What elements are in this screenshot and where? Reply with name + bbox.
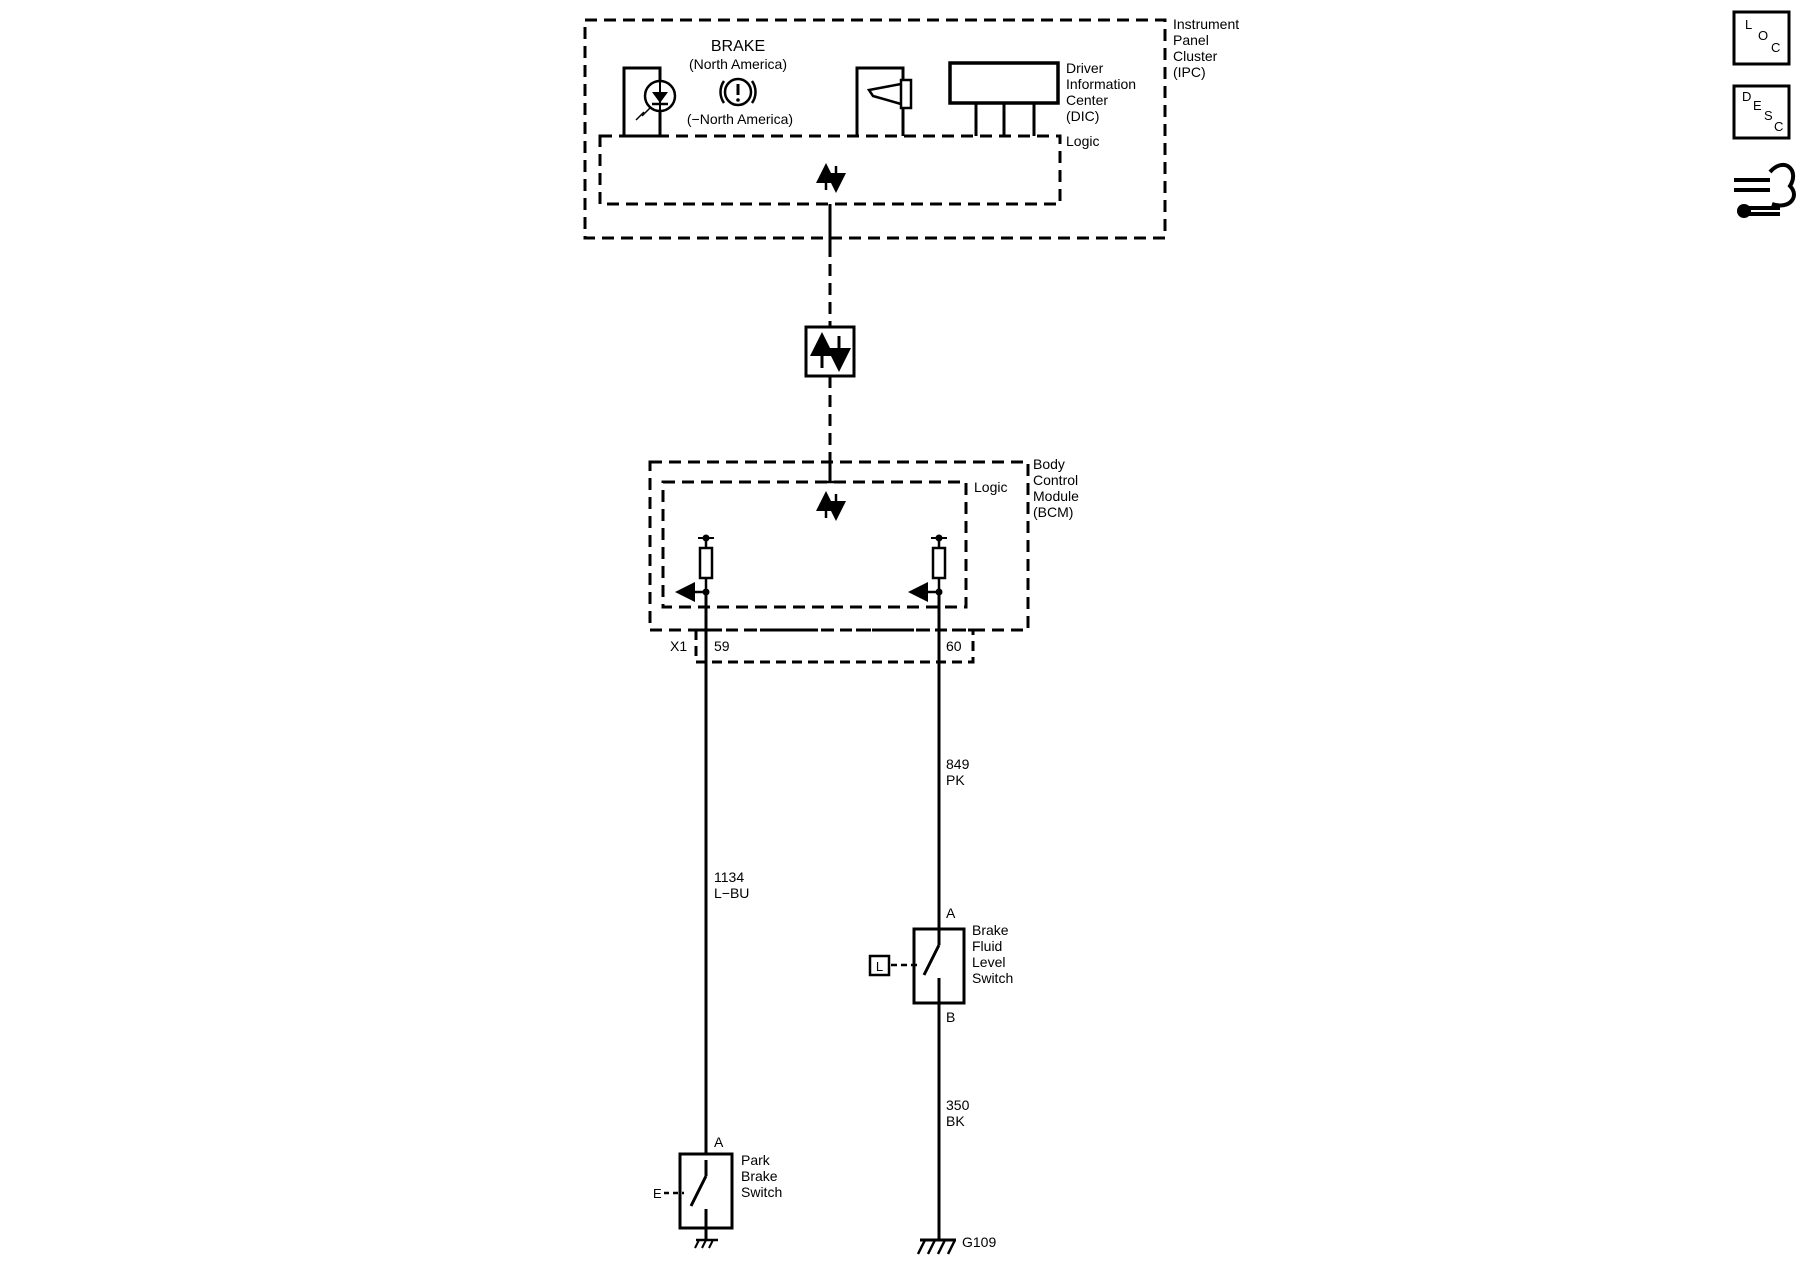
bcm-input-circuit-59-icon bbox=[675, 534, 714, 602]
loc-button[interactable]: L O C bbox=[1732, 10, 1791, 66]
wire-350-circuit: 350 bbox=[946, 1097, 970, 1113]
pin-60-label: 60 bbox=[946, 638, 962, 654]
svg-text:S: S bbox=[1764, 108, 1773, 123]
loc-icon[interactable] bbox=[1732, 10, 1791, 66]
dic-name-line-2: Information bbox=[1066, 76, 1136, 92]
serial-data-arrows-icon bbox=[804, 325, 856, 378]
svg-text:C: C bbox=[1771, 40, 1780, 55]
svg-text:D: D bbox=[1742, 89, 1751, 104]
dic-name-line-4: (DIC) bbox=[1066, 108, 1099, 124]
brake-fluid-level-switch bbox=[891, 927, 966, 1005]
ground-g109-label: G109 bbox=[962, 1234, 996, 1250]
wire-849-color: PK bbox=[946, 772, 965, 788]
svg-text:L: L bbox=[876, 959, 883, 974]
chime-speaker-icon bbox=[855, 66, 913, 136]
bcm-logic-box bbox=[661, 480, 968, 609]
brake-lamp-title: BRAKE bbox=[711, 38, 765, 55]
svg-text:O: O bbox=[1758, 28, 1768, 43]
svg-text:E: E bbox=[1753, 98, 1762, 113]
ipc-module: Instrument Panel Cluster (IPC) BRAKE (No… bbox=[583, 16, 1239, 240]
park-brake-switch-pin-a: A bbox=[714, 1134, 724, 1150]
park-brake-switch-locator: E bbox=[653, 1186, 662, 1201]
bcm-name-line-1: Body bbox=[1033, 456, 1065, 472]
ipc-logic-label: Logic bbox=[1066, 133, 1099, 149]
bcm-name-line-2: Control bbox=[1033, 472, 1078, 488]
brake-fluid-switch-name-3: Level bbox=[972, 954, 1005, 970]
connector-x1-label: X1 bbox=[670, 638, 687, 654]
bcm-input-circuit-60-icon bbox=[908, 534, 947, 602]
case-ground-icon bbox=[694, 1238, 718, 1249]
ipc-outer-box bbox=[583, 18, 1167, 240]
ipc-logic-box bbox=[598, 134, 1062, 206]
brake-fluid-switch-name-4: Switch bbox=[972, 970, 1013, 986]
ipc-name-line-3: Cluster bbox=[1173, 48, 1218, 64]
ipc-name-line-1: Instrument bbox=[1173, 16, 1239, 32]
dic-display-icon bbox=[948, 61, 1060, 136]
bcm-connector-x1 bbox=[694, 628, 975, 664]
dic-name-line-1: Driver bbox=[1066, 60, 1104, 76]
park-brake-switch-name-3: Switch bbox=[741, 1184, 782, 1200]
bcm-logic-data-arrows-icon bbox=[816, 491, 846, 521]
park-brake-switch-name-2: Brake bbox=[741, 1168, 778, 1184]
bcm-logic-label: Logic bbox=[974, 479, 1007, 495]
wire-350-color: BK bbox=[946, 1113, 965, 1129]
dic-name-line-3: Center bbox=[1066, 92, 1108, 108]
wire-1134-circuit: 1134 bbox=[714, 869, 744, 885]
pin-59-label: 59 bbox=[714, 638, 730, 654]
ipc-name-line-4: (IPC) bbox=[1173, 64, 1206, 80]
desc-icon[interactable] bbox=[1732, 84, 1791, 140]
park-brake-switch-name-1: Park bbox=[741, 1152, 771, 1168]
bcm-name-line-3: Module bbox=[1033, 488, 1079, 504]
brake-fluid-switch-name-2: Fluid bbox=[972, 938, 1002, 954]
bcm-outer-box bbox=[648, 460, 1030, 632]
brake-fluid-switch-pin-b: B bbox=[946, 1009, 955, 1025]
park-brake-switch bbox=[664, 1152, 734, 1240]
connector-end-view-icon[interactable] bbox=[1734, 163, 1796, 218]
desc-button[interactable]: D E S C bbox=[1732, 84, 1791, 140]
wire-849-circuit: 849 bbox=[946, 756, 970, 772]
brake-fluid-switch-name-1: Brake bbox=[972, 922, 1009, 938]
bcm-module: Body Control Module (BCM) Logic bbox=[648, 456, 1079, 664]
svg-text:C: C bbox=[1774, 119, 1783, 134]
brake-warning-lamp-icon bbox=[622, 66, 677, 138]
brake-fluid-switch-pin-a: A bbox=[946, 905, 956, 921]
ipc-name-line-2: Panel bbox=[1173, 32, 1209, 48]
svg-text:L: L bbox=[1745, 17, 1752, 32]
wire-1134-color: L−BU bbox=[714, 885, 749, 901]
brake-symbol-icon bbox=[719, 77, 757, 107]
brake-lamp-not-north-america: (−North America) bbox=[687, 111, 793, 127]
level-sensor-locator-icon: L bbox=[868, 954, 891, 977]
chassis-ground-icon bbox=[916, 1238, 957, 1255]
ipc-logic-data-arrows-icon bbox=[816, 163, 846, 193]
brake-lamp-north-america: (North America) bbox=[689, 56, 787, 72]
bcm-name-line-4: (BCM) bbox=[1033, 504, 1073, 520]
